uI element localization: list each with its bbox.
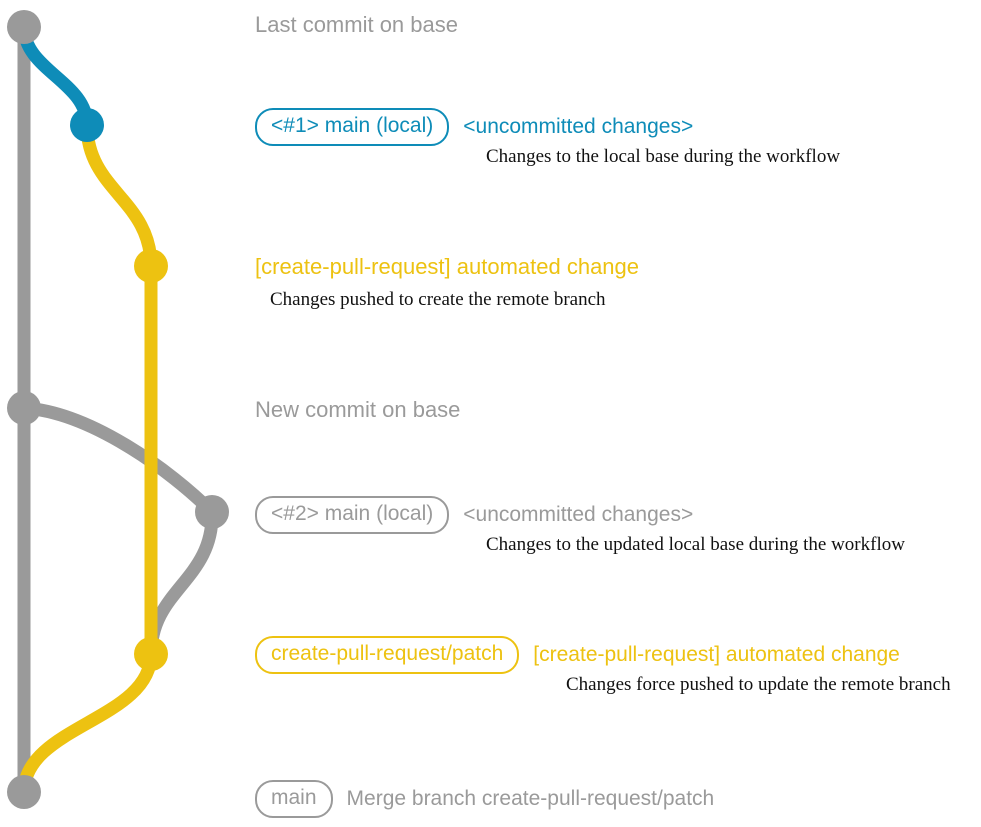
label-remote-commit-1: [create-pull-request] automated change: [255, 254, 640, 279]
note-remote-commit-1: Changes pushed to create the remote bran…: [270, 289, 606, 310]
edge-basenew-to-local2: [17, 401, 219, 519]
note-local-commit-1: Changes to the local base during the wor…: [486, 146, 841, 167]
subject-merge-commit: Merge branch create-pull-request/patch: [346, 787, 715, 810]
node-local-commit-1[interactable]: [70, 108, 104, 142]
note-local-commit-2: Changes to the updated local base during…: [486, 534, 905, 555]
note-remote-commit-2: Changes force pushed to update the remot…: [566, 674, 951, 695]
node-base-head[interactable]: [7, 10, 41, 44]
label-new-commit-on-base: New commit on base: [255, 397, 461, 422]
node-merge-commit[interactable]: [7, 775, 41, 809]
row-local-commit-1: <#1> main (local) <uncommitted changes>: [255, 108, 693, 146]
badge-local-commit-1[interactable]: <#1> main (local): [255, 108, 450, 146]
node-base-new[interactable]: [7, 391, 41, 425]
subject-remote-commit-2: [create-pull-request] automated change: [533, 643, 900, 666]
badge-remote-commit-2[interactable]: create-pull-request/patch: [255, 636, 520, 674]
row-remote-commit-2: create-pull-request/patch [create-pull-r…: [255, 636, 900, 674]
badge-merge-commit[interactable]: main: [255, 780, 333, 818]
edge-local1-to-remote1: [80, 118, 158, 273]
edge-remote2-to-merge: [17, 647, 158, 799]
edge-local2-to-remote2: [144, 505, 219, 661]
edge-base-to-local1: [17, 20, 94, 132]
badge-local-commit-2[interactable]: <#2> main (local): [255, 496, 450, 534]
subject-local-commit-1: <uncommitted changes>: [463, 115, 694, 138]
subject-local-commit-2: <uncommitted changes>: [463, 503, 694, 526]
node-remote-commit-1[interactable]: [134, 249, 168, 283]
row-merge-commit: main Merge branch create-pull-request/pa…: [255, 780, 714, 818]
node-local-commit-2[interactable]: [195, 495, 229, 529]
node-remote-commit-2[interactable]: [134, 637, 168, 671]
row-local-commit-2: <#2> main (local) <uncommitted changes>: [255, 496, 693, 534]
label-last-commit-on-base: Last commit on base: [255, 12, 458, 37]
